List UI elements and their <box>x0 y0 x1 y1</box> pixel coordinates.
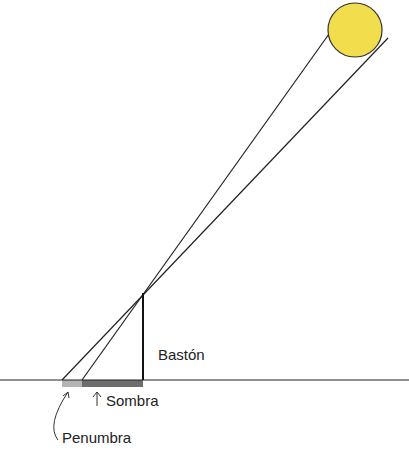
light-ray <box>62 38 388 380</box>
penumbra-area <box>62 380 82 387</box>
sun <box>328 3 382 57</box>
ground-line <box>0 379 409 380</box>
light-ray <box>82 34 329 380</box>
shadow-area <box>82 380 143 387</box>
shadow-label: Sombra <box>106 392 159 410</box>
stick <box>142 293 144 380</box>
pointer-arrow <box>93 392 101 406</box>
penumbra-label: Penumbra <box>62 429 131 447</box>
stick-label: Bastón <box>158 346 205 364</box>
